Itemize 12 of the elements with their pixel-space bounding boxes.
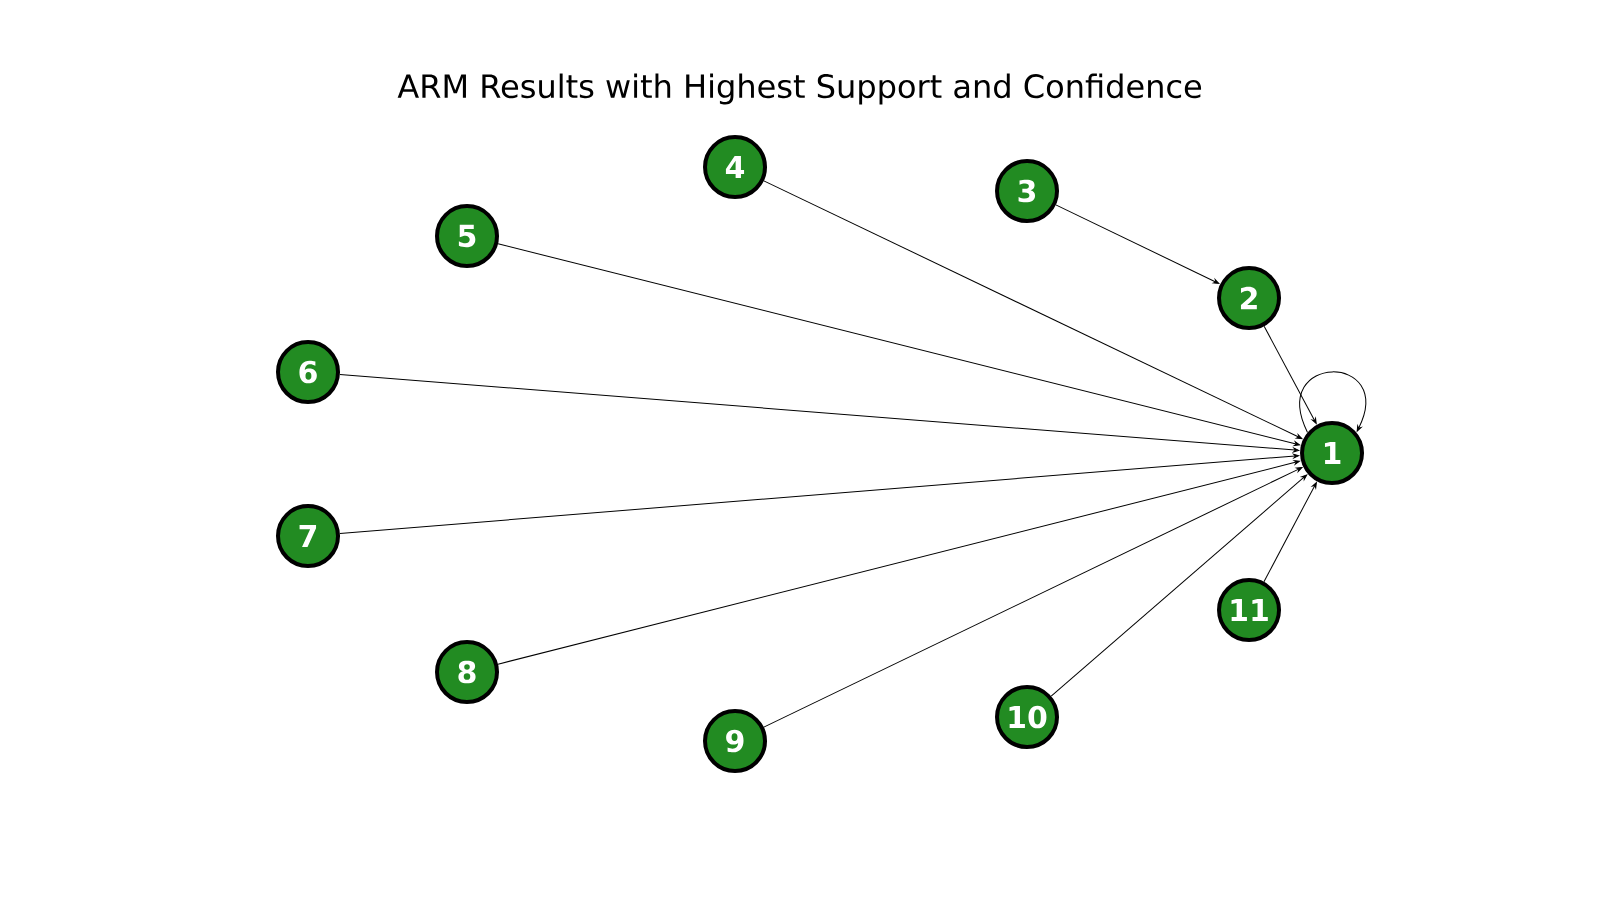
arrow bbox=[497, 460, 1301, 665]
loop-arrow bbox=[1299, 371, 1366, 433]
arrow bbox=[1055, 204, 1220, 284]
arrow bbox=[497, 243, 1301, 446]
arrow bbox=[1050, 474, 1308, 697]
arrow bbox=[339, 374, 1300, 453]
arrow bbox=[1263, 325, 1317, 425]
arrow bbox=[763, 467, 1303, 728]
arrow bbox=[763, 180, 1303, 440]
arrow bbox=[1263, 482, 1317, 583]
title: ARM Results with Highest Support and Confidence bbox=[397, 73, 1202, 105]
arrow bbox=[339, 453, 1300, 534]
